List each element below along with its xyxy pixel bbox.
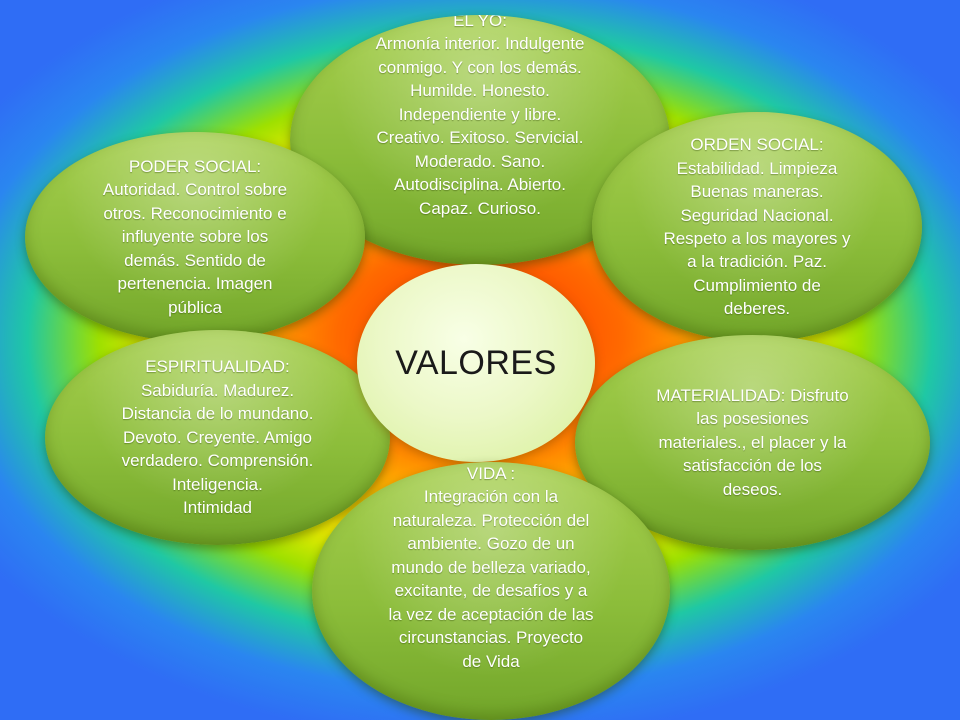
petal-vida-text: Integración con la naturaleza. Protecció… xyxy=(388,487,594,671)
petal-materialidad-text: MATERIALIDAD: Disfruto las posesiones ma… xyxy=(656,385,849,499)
petal-el-yo-title: EL YO: xyxy=(453,15,507,30)
petal-poder-social-text: Autoridad. Control sobre otros. Reconoci… xyxy=(102,180,288,317)
center-label: VALORES xyxy=(395,343,557,382)
petal-espiritualidad-text: Sabiduría. Madurez. Distancia de lo mund… xyxy=(121,380,314,518)
center-node-valores: VALORES xyxy=(357,264,595,462)
petal-materialidad: MATERIALIDAD: Disfruto las posesiones ma… xyxy=(575,335,930,550)
petal-orden-social-text: Estabilidad. Limpieza Buenas maneras. Se… xyxy=(663,158,851,319)
petal-orden-social: ORDEN SOCIAL: Estabilidad. Limpieza Buen… xyxy=(592,112,922,342)
petal-poder-social: PODER SOCIAL: Autoridad. Control sobre o… xyxy=(25,132,365,342)
petal-orden-social-title: ORDEN SOCIAL: xyxy=(690,135,824,155)
petal-poder-social-title: PODER SOCIAL: xyxy=(128,156,262,176)
petal-espiritualidad: ESPIRITUALIDAD: Sabiduría. Madurez. Dist… xyxy=(45,330,390,545)
petal-espiritualidad-title: ESPIRITUALIDAD: xyxy=(145,357,290,377)
petal-el-yo: EL YO: Armonía interior. Indulgente conm… xyxy=(290,15,670,265)
petal-vida-title: VIDA : xyxy=(466,464,516,483)
petal-vida: VIDA : Integración con la naturaleza. Pr… xyxy=(312,462,670,720)
petal-el-yo-text: Armonía interior. Indulgente conmigo. Y … xyxy=(375,34,585,218)
